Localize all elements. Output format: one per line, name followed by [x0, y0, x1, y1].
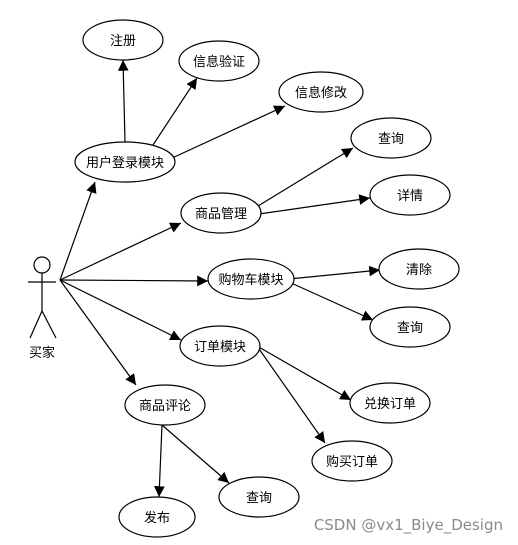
use-case-cart: 购物车模块: [207, 258, 295, 300]
use-case-label: 购物车模块: [218, 272, 283, 288]
use-case-cart-query: 查询: [369, 306, 451, 348]
use-case-ellipse: [180, 192, 262, 234]
use-case-label: 查询: [397, 321, 423, 336]
use-case-order-buy: 购买订单: [311, 440, 393, 482]
use-case-label: 信息修改: [295, 85, 347, 101]
use-case-login: 用户登录模块: [74, 141, 176, 183]
edge-goods-to-goods_query: [257, 147, 354, 207]
use-case-ellipse: [350, 117, 432, 159]
use-case-ellipse: [311, 440, 393, 482]
edge-goods-to-goods_detail: [258, 194, 371, 215]
edge-cart-to-cart_clear: [288, 265, 381, 280]
use-case-order-exch: 兑换订单: [349, 382, 431, 424]
use-case-ellipse: [369, 306, 451, 348]
actor-head: [33, 256, 51, 274]
use-case-verify: 信息验证: [178, 40, 260, 82]
use-case-goods-query: 查询: [350, 117, 432, 159]
use-case-label: 发布: [144, 510, 170, 526]
use-case-ellipse: [278, 71, 364, 113]
use-case-ellipse: [378, 248, 460, 290]
use-case-label: 商品评论: [139, 399, 191, 414]
use-case-label: 详情: [397, 189, 423, 204]
use-case-ellipse: [179, 325, 261, 367]
use-case-ellipse: [124, 384, 206, 426]
edge-review-to-rev_query: [161, 424, 230, 484]
use-case-ellipse: [349, 382, 431, 424]
edge-buyer-to-cart: [59, 275, 209, 287]
edge-buyer-to-review: [59, 279, 137, 386]
use-case-ellipse: [207, 258, 295, 300]
use-case-goods-detail: 详情: [369, 174, 451, 216]
edge-buyer-to-login: [59, 181, 97, 281]
edge-buyer-to-order: [59, 279, 182, 341]
use-case-label: 查询: [378, 132, 404, 147]
edge-cart-to-cart_query: [288, 281, 374, 321]
use-case-register: 注册: [82, 19, 164, 61]
edge-order-to-order_buy: [256, 345, 326, 444]
actor-right-leg: [41, 310, 57, 339]
actor-buyer: 买家: [28, 256, 57, 361]
actor-left-leg: [29, 310, 43, 339]
use-case-label: 订单模块: [194, 340, 246, 355]
edge-order-to-order_exch: [256, 345, 352, 401]
edge-review-to-rev_publish: [154, 424, 165, 498]
use-case-ellipse: [178, 40, 260, 82]
use-case-label: 兑换订单: [364, 397, 416, 412]
use-case-label: 查询: [246, 491, 272, 506]
watermark: CSDN @vx1_Biye_Design: [314, 516, 503, 535]
use-case-review: 商品评论: [124, 384, 206, 426]
nodes-layer: 用户登录模块注册信息验证信息修改商品管理查询详情购物车模块清除查询订单模块兑换订…: [74, 19, 460, 538]
use-case-rev-query: 查询: [218, 476, 300, 518]
use-case-label: 信息验证: [193, 54, 245, 70]
edge-login-to-verify: [152, 77, 198, 146]
use-case-label: 注册: [110, 34, 136, 49]
edges-layer: [59, 59, 381, 498]
use-case-label: 购买订单: [326, 454, 378, 470]
use-case-ellipse: [82, 19, 164, 61]
edge-buyer-to-goods: [59, 222, 182, 281]
use-case-modify: 信息修改: [278, 71, 364, 113]
use-case-goods: 商品管理: [180, 192, 262, 234]
use-case-ellipse: [118, 496, 196, 538]
use-case-rev-publish: 发布: [118, 496, 196, 538]
edge-login-to-register: [117, 59, 129, 143]
use-case-label: 清除: [406, 263, 432, 278]
use-case-ellipse: [218, 476, 300, 518]
actor-label: 买家: [29, 345, 55, 361]
use-case-order: 订单模块: [179, 325, 261, 367]
use-case-ellipse: [369, 174, 451, 216]
use-case-cart-clear: 清除: [378, 248, 460, 290]
edge-login-to-modify: [169, 105, 286, 160]
use-case-label: 用户登录模块: [86, 155, 164, 171]
use-case-label: 商品管理: [195, 207, 247, 222]
use-case-ellipse: [74, 141, 176, 183]
